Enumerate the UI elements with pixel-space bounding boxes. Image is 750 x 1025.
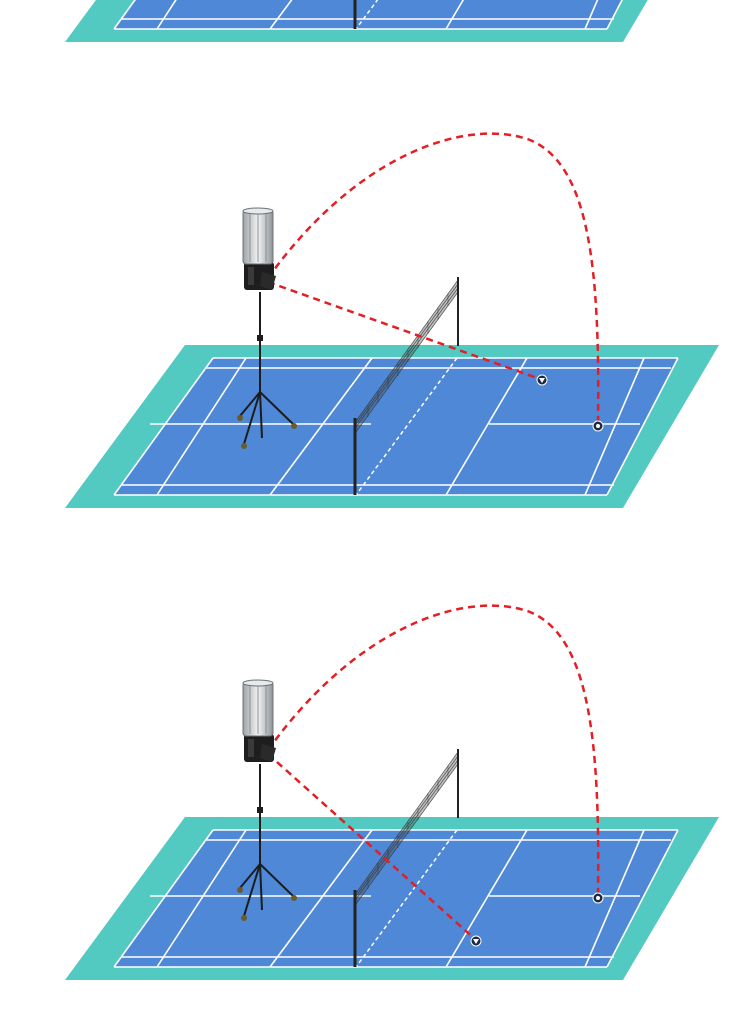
shuttlecock-launcher-icon xyxy=(237,679,297,921)
trajectory-high-clear xyxy=(266,604,600,897)
trajectory-high-clear xyxy=(266,132,600,425)
trajectory-flat-drive xyxy=(267,280,541,381)
net-base-dashed xyxy=(355,357,458,496)
court-lines xyxy=(113,829,679,968)
badminton-net xyxy=(353,749,459,967)
target-marker-back xyxy=(592,892,604,904)
target-marker-mid xyxy=(536,374,548,386)
net-base xyxy=(355,0,379,30)
court-surface xyxy=(114,358,678,495)
court-surface xyxy=(114,0,623,29)
badminton-net xyxy=(353,277,459,495)
target-marker-back xyxy=(592,420,604,432)
target-marker-front xyxy=(470,935,482,947)
court-panel-bottom xyxy=(65,604,719,980)
court-panel-middle xyxy=(65,132,719,508)
court-lines xyxy=(113,0,623,30)
court-lines xyxy=(113,357,679,496)
shuttlecock-launcher-icon xyxy=(237,207,297,449)
court-panel-top xyxy=(65,0,648,42)
court-surface xyxy=(114,830,678,967)
net-base-dashed xyxy=(355,829,458,968)
trajectory-flat-drive xyxy=(267,753,477,941)
